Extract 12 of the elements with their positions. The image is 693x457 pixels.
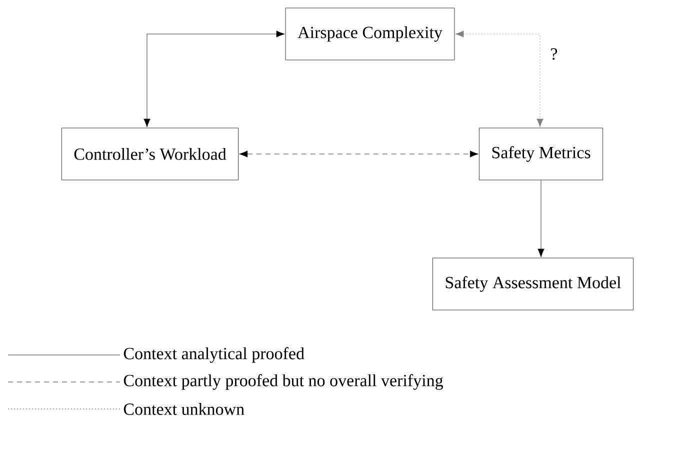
legend-text: Context unknown (124, 403, 244, 415)
process-box: Controller’s Workload (61, 128, 239, 180)
edge-label: ? (551, 48, 558, 60)
arrow (144, 30, 285, 128)
process-box: Airspace Complexity (285, 8, 455, 60)
legend-text: Context analytical proofed (124, 347, 304, 363)
process-box: Safety Assessment Model (432, 258, 634, 310)
arrow (239, 150, 478, 158)
arrow (455, 30, 544, 128)
legend-text: Context partly proofed but no overall verifying (124, 374, 443, 390)
process-box: Safety Metrics (479, 128, 603, 180)
arrow (538, 180, 544, 258)
